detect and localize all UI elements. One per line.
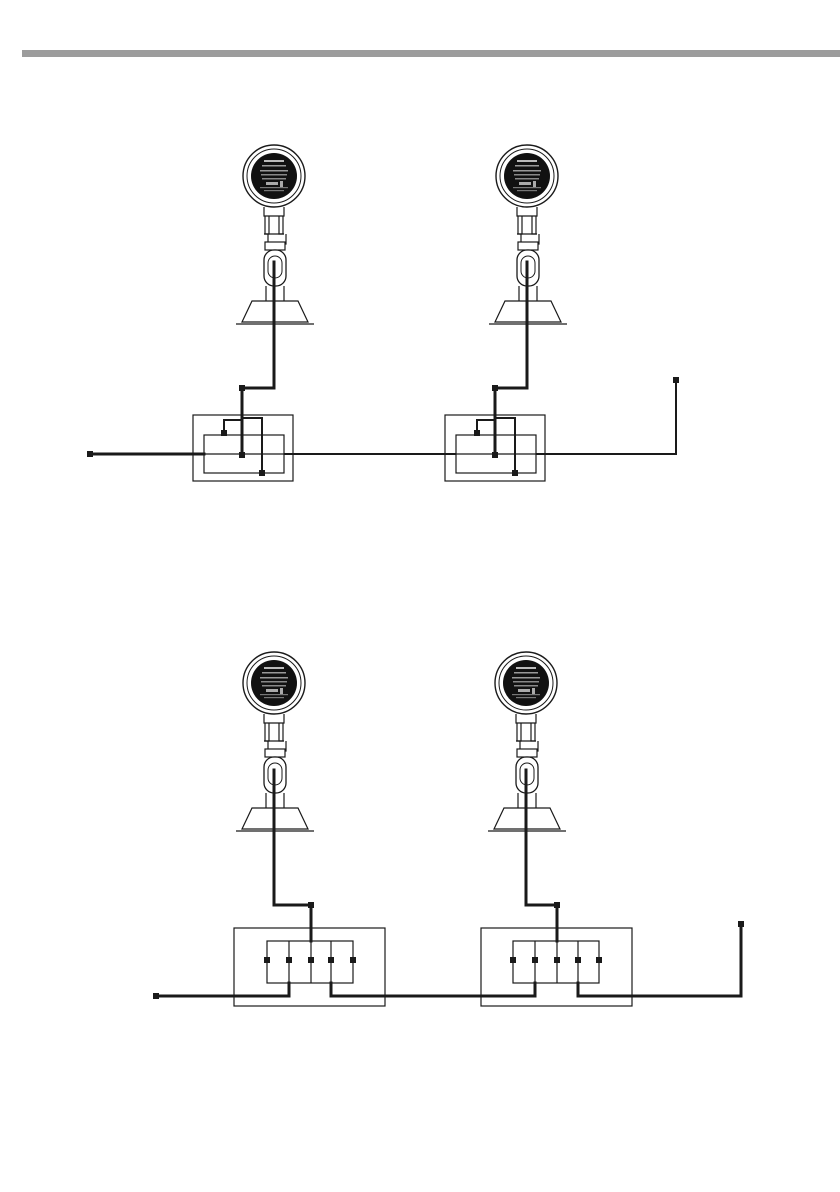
diagram-1 [87,145,679,481]
wire-speaker-2b [526,770,557,941]
input-wire-2 [156,983,289,996]
wire-speaker-2a [274,770,311,941]
wire-speaker-1b [495,262,527,456]
wire-speaker-1a [242,262,274,456]
diagram-2 [153,652,744,1006]
